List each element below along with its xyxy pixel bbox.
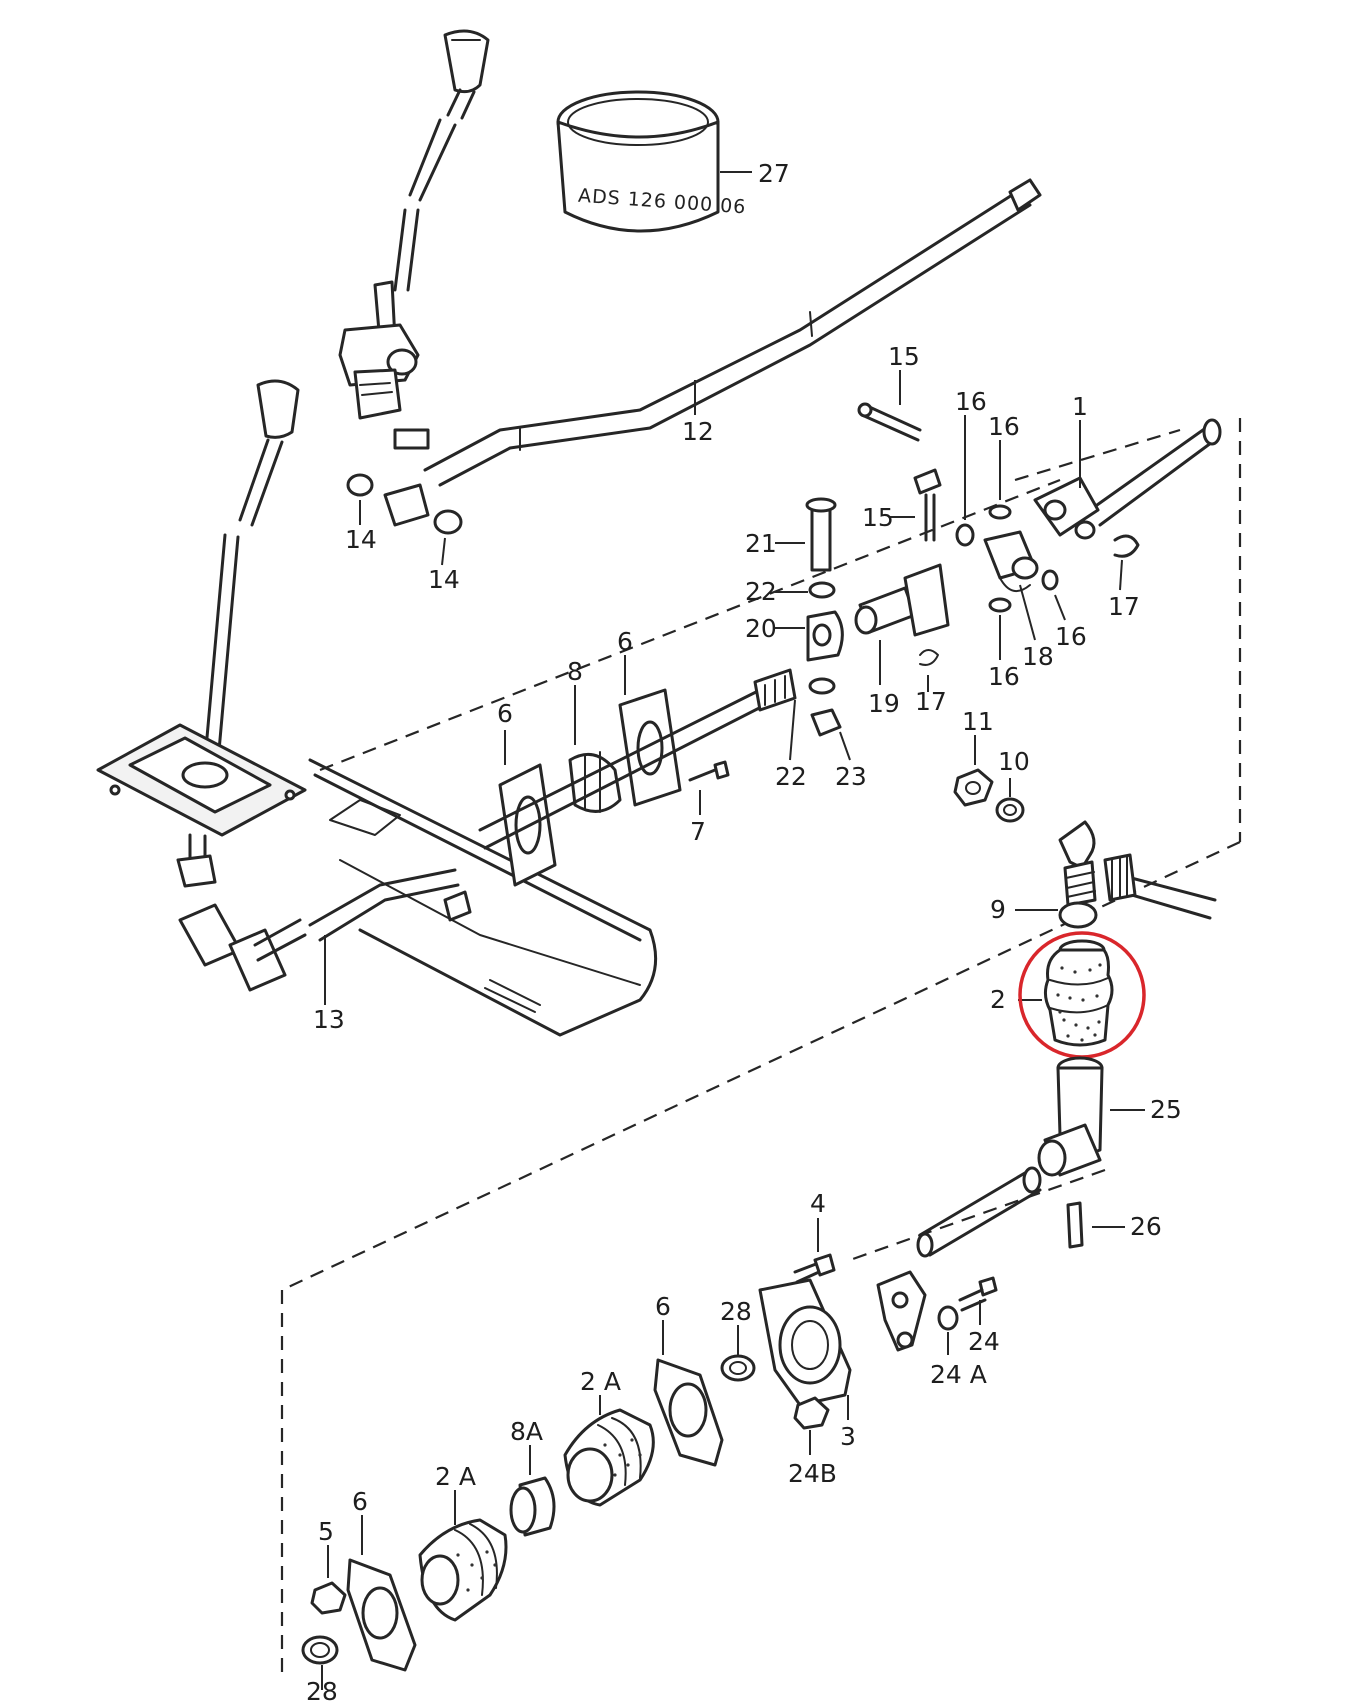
callout-11: 11 — [962, 707, 994, 736]
callout-24b: 24B — [788, 1459, 837, 1488]
callout-13: 13 — [313, 1005, 345, 1034]
bushings-14 — [346, 473, 463, 566]
callout-8: 8 — [567, 657, 583, 686]
callout-4: 4 — [810, 1189, 826, 1218]
callout-19: 19 — [868, 689, 900, 718]
boot-2a-middle-and-8a — [509, 1395, 655, 1537]
callout-5: 5 — [318, 1517, 334, 1546]
callout-23: 23 — [835, 762, 867, 791]
callout-21: 21 — [745, 529, 777, 558]
callout-2: 2 — [990, 985, 1006, 1014]
callout-2a: 2 A — [435, 1462, 476, 1491]
callout-10: 10 — [998, 747, 1030, 776]
clamp-28-nut-24b-flange-6 — [653, 1320, 830, 1467]
callout-3: 3 — [840, 1422, 856, 1451]
callout-8a: 8A — [510, 1417, 543, 1446]
tube-13-and-bracket — [308, 758, 658, 1037]
bottom-fasteners — [301, 1515, 417, 1690]
pivot-parts — [955, 415, 1222, 660]
boot-2a-lower — [418, 1490, 508, 1622]
elbow-25-and-pin-26 — [916, 1056, 1145, 1258]
callout-14: 14 — [428, 565, 460, 594]
shift-rod-12 — [423, 178, 1042, 487]
dashed-frame — [280, 418, 1242, 1680]
callout-labels: 27 12 15 16 16 1 14 14 21 15 22 20 17 16… — [306, 159, 1182, 1706]
clamp-assembly — [775, 370, 950, 761]
callout-1: 1 — [1072, 392, 1088, 421]
band-27: ADS 126 000 06 — [556, 90, 752, 233]
callout-17: 17 — [915, 687, 947, 716]
callout-15: 15 — [888, 342, 920, 371]
callout-28: 28 — [720, 1297, 752, 1326]
callout-22: 22 — [745, 577, 777, 606]
callout-12: 12 — [682, 417, 714, 446]
shaft-flange-assembly — [478, 655, 797, 887]
callout-15: 15 — [862, 503, 894, 532]
callout-16: 16 — [955, 387, 987, 416]
callout-17: 17 — [1108, 592, 1140, 621]
callout-18: 18 — [1022, 642, 1054, 671]
bracket-3-fasteners — [758, 1218, 998, 1420]
callout-16: 16 — [988, 662, 1020, 691]
callout-14: 14 — [345, 525, 377, 554]
boot-2 — [1018, 939, 1114, 1047]
callout-25: 25 — [1150, 1095, 1182, 1124]
callout-7: 7 — [690, 817, 706, 846]
callout-16: 16 — [988, 412, 1020, 441]
boot-2a-lower-texture — [456, 1550, 497, 1592]
callout-20: 20 — [745, 614, 777, 643]
callout-16: 16 — [1055, 622, 1087, 651]
callout-22: 22 — [775, 762, 807, 791]
callout-24a: 24 A — [930, 1360, 987, 1389]
callout-6: 6 — [655, 1292, 671, 1321]
nut-11-washer-10 — [953, 735, 1025, 823]
callout-9: 9 — [990, 895, 1006, 924]
callout-2a: 2 A — [580, 1367, 621, 1396]
ball-joint-9 — [1015, 820, 1217, 929]
callout-6: 6 — [617, 627, 633, 656]
lower-shift-lever — [96, 379, 307, 992]
callout-6: 6 — [352, 1487, 368, 1516]
boot-2a-texture — [603, 1438, 642, 1477]
upper-shift-lever — [338, 29, 490, 450]
boot-texture — [1056, 963, 1102, 1042]
callout-28: 28 — [306, 1677, 338, 1706]
callout-6: 6 — [497, 699, 513, 728]
callout-26: 26 — [1130, 1212, 1162, 1241]
callout-24: 24 — [968, 1327, 1000, 1356]
callout-27: 27 — [758, 159, 790, 188]
